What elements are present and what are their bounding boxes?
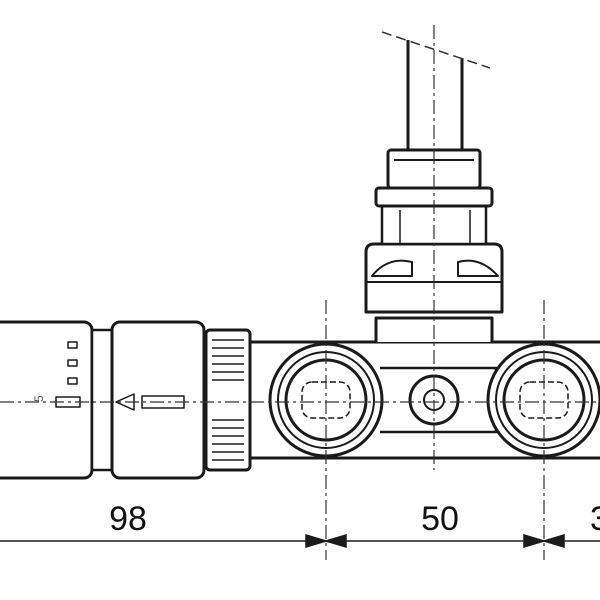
dimension-pipe-spacing: 50 <box>421 500 459 538</box>
dimension-lines <box>0 533 600 549</box>
dimension-left-length: 98 <box>109 500 147 538</box>
dim-arrow-icon <box>323 533 347 549</box>
head-ring <box>90 328 114 472</box>
dim-arrow-icon <box>305 533 329 549</box>
thermostatic-head <box>0 320 206 480</box>
dim-arrow-icon <box>541 533 565 549</box>
break-line <box>381 31 491 69</box>
dim-arrow-icon <box>523 533 547 549</box>
dimension-right-length: 3 <box>590 500 600 538</box>
knurled-nut <box>204 328 252 472</box>
setting-label: 5 <box>32 395 46 402</box>
center-lines <box>0 25 600 560</box>
